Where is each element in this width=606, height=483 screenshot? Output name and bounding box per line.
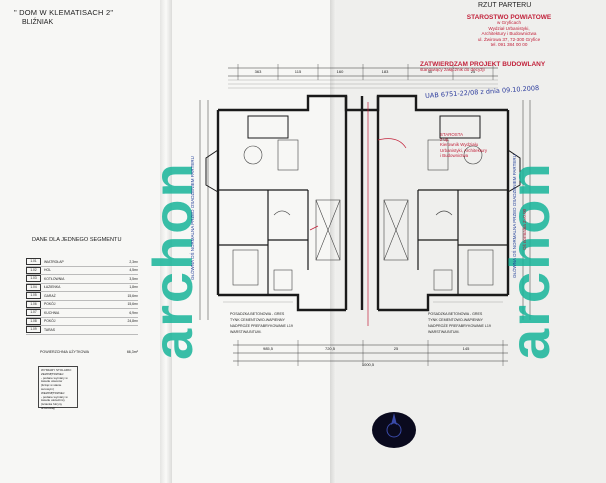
room-area: 24,8m²: [127, 319, 138, 324]
dim-label: 1000,5: [362, 362, 375, 367]
plan-note: POSADZKA BETONOWA - GRES: [230, 312, 285, 316]
stamp-line: Kierownik Wydziału: [440, 142, 479, 148]
stamp-line: Urbanistyki, Architektury: [440, 147, 488, 153]
room-name: KOTŁOWNIA: [44, 276, 65, 281]
page-fold-center: [330, 0, 336, 483]
legend-line: (licząc w stanie surowym): [41, 383, 62, 391]
room-number: 1.01: [26, 258, 41, 266]
room-area: 2,3m²: [129, 259, 138, 264]
approval-stamp: ZATWIERDZAM PROJEKT BUDOWLANY stanowiący…: [420, 61, 580, 73]
room-name: KUCHNIA: [44, 310, 60, 315]
stamp-line: Architektury i Budownictwa: [481, 31, 537, 37]
dim-label: 183: [382, 69, 389, 74]
room-name: TARAS: [44, 327, 56, 332]
dim-label: 115: [295, 69, 302, 74]
dim-label: 985,5: [263, 346, 274, 351]
legend-line: - podane wymiary w świetle ościeżnicy: [41, 394, 68, 403]
dim-label: 145: [463, 346, 470, 351]
office-stamp: STAROSTWO POWIATOWE w Gryficach Wydział …: [462, 14, 556, 48]
legend-line: ZEWNĘTRZNEJ: [41, 371, 64, 376]
legend-line: WYMIARY STOLARKI:: [41, 368, 72, 372]
room-area: 15,6m²: [127, 302, 138, 307]
archon-watermark: archon: [141, 161, 204, 360]
dim-label: 363: [255, 69, 262, 74]
plan-note: POSADZKA BETONOWA - GRES: [428, 312, 483, 316]
room-name: POKÓJ: [44, 319, 56, 324]
room-number: 1.04: [26, 283, 41, 291]
page-fold: [160, 0, 172, 483]
room-name: GARAŻ: [44, 293, 56, 298]
legend-line: WEWNĘTRZNEJ: [41, 390, 65, 395]
total-value: 66,3m²: [126, 350, 138, 354]
legend-line: - podane wymiary w świetle otworów: [41, 375, 68, 384]
stamp-line: tel. 091 384 00 00: [490, 42, 528, 48]
room-number: 1.08: [26, 317, 41, 325]
room-name: WIATROŁAP: [44, 259, 64, 264]
room-area: 1,8m²: [129, 285, 138, 290]
dim-label: 40: [428, 69, 433, 74]
room-number: 1.07: [26, 309, 41, 317]
stamp-line: ul. Żwirowa 37, 72-300 Gryfice: [477, 36, 541, 42]
dim-label: 160: [337, 69, 344, 74]
room-number: 1.02: [26, 266, 41, 274]
plan-note: TYNK CEMENTOWO-WAPIENNY: [230, 318, 286, 322]
side-annotation: GŁÓWNA OŚ NORMALNA PRZED OSADZENIEM PART…: [512, 154, 517, 278]
plan-note: TYNK CEMENTOWO-WAPIENNY: [428, 318, 484, 322]
room-number: 1.06: [26, 300, 41, 308]
room-area: 6,9m²: [129, 310, 138, 315]
room-name: POKÓJ: [44, 302, 56, 307]
room-area: 15,6m²: [127, 293, 138, 298]
room-area: 4,5m²: [129, 268, 138, 273]
plan-note: NADPROŻE PREFABRYKOWANE L19: [428, 323, 491, 328]
room-number: 1.03: [26, 275, 41, 283]
dim-label: 720,5: [325, 346, 336, 351]
starosta-stamp: STAROSTA z up. Kierownik Wydziału Urbani…: [440, 132, 530, 158]
room-name: HOL: [44, 268, 51, 273]
north-arrow-icon: [372, 412, 416, 448]
stamp-line: STAROSTA: [440, 132, 464, 137]
total-label: POWIERZCHNIA UŻYTKOWA: [40, 350, 89, 354]
floor-plan-drawing: POSADZKA BETONOWA - GRES TYNK CEMENTOWO-…: [199, 64, 531, 367]
room-number: 1.09: [26, 326, 41, 334]
stamp-line: w Gryficach: [497, 20, 521, 26]
approval-line: stanowiący załącznik do decyzji: [420, 67, 485, 73]
legend-box: WYMIARY STOLARKI:ZEWNĘTRZNEJ - podane wy…: [38, 366, 78, 410]
stamp-line: STAROSTWO POWIATOWE: [466, 14, 552, 21]
approval-title: ZATWIERDZAM PROJEKT BUDOWLANY: [420, 61, 546, 68]
archon-watermark: archon: [498, 161, 561, 360]
legend-line: (ścianka futryny drzwiowej): [41, 402, 63, 410]
plan-note: NADPROŻE PREFABRYKOWANE L19: [230, 323, 293, 328]
project-subtitle: BLIŹNIAK: [22, 19, 54, 26]
stamp-line: Wydział Urbanistyki,: [488, 25, 530, 31]
side-annotation: GŁÓWNA OŚ NORMALNA PRZED OSADZENIEM PART…: [190, 156, 195, 280]
dim-label: 25: [394, 346, 399, 351]
dim-label: 25: [471, 69, 476, 74]
plan-title: RZUT PARTERU: [478, 2, 532, 9]
project-title: " DOM W KLEMATISACH 2": [14, 8, 114, 17]
usable-area-total: POWIERZCHNIA UŻYTKOWA 66,3m²: [40, 350, 138, 354]
plan-note: WARSTWA BITUM.: [230, 330, 261, 334]
stamp-line: i Budownictwa: [440, 152, 469, 158]
room-area: 3,5m²: [129, 276, 138, 281]
stamp-line: z up.: [440, 137, 450, 143]
plan-note: WARSTWA BITUM.: [428, 330, 459, 334]
segment-title: DANE DLA JEDNEGO SEGMENTU: [32, 237, 122, 243]
room-number: 1.05: [26, 292, 41, 300]
room-name: ŁAZIENKA: [44, 285, 61, 290]
side-annotation-red: Oś normalna Z=0.00: [522, 208, 527, 250]
